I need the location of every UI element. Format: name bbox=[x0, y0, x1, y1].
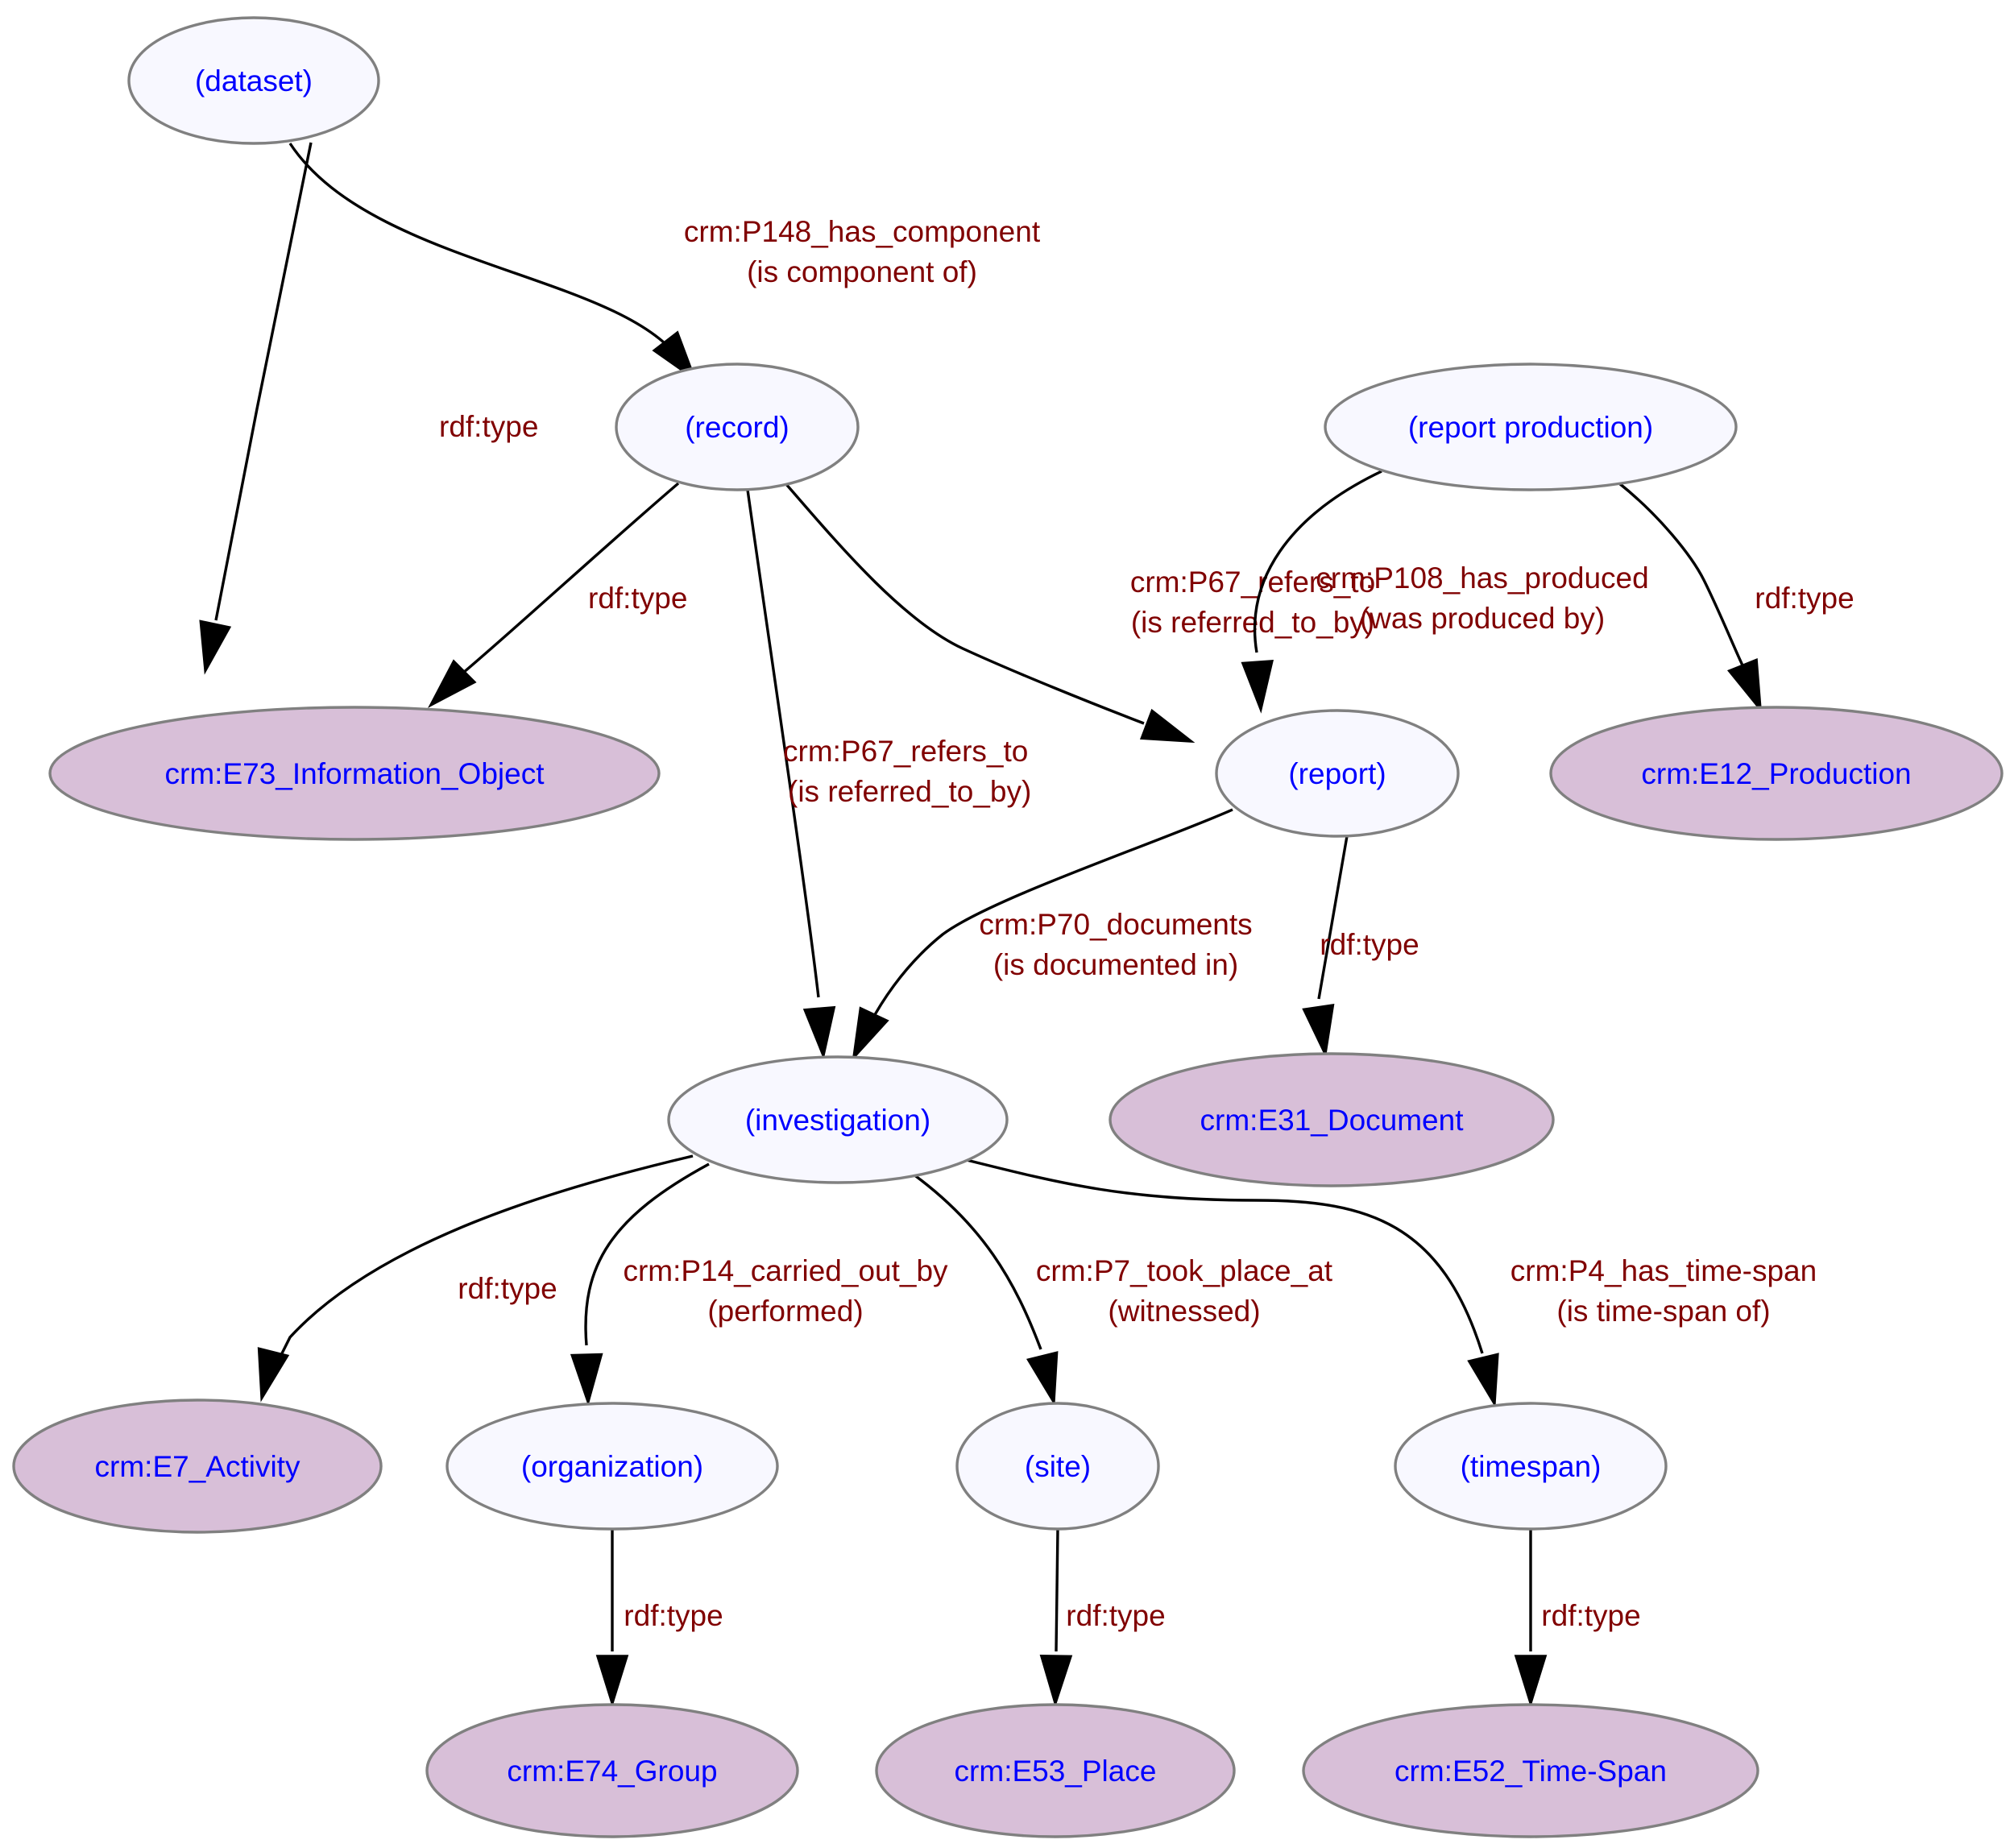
edge-label-investigation-timespan-0: crm:P4_has_time-span bbox=[1510, 1254, 1817, 1287]
edge-organization-type: rdf:type bbox=[595, 1529, 723, 1708]
edge-site-type: rdf:type bbox=[1039, 1528, 1166, 1708]
edge-label-dataset-record-edge-0: crm:P148_has_component bbox=[684, 215, 1041, 248]
edge-report-investigation: crm:P70_documents (is documented in) bbox=[852, 808, 1253, 1062]
node-label-information-object: crm:E73_Information_Object bbox=[165, 757, 545, 790]
node-record[interactable]: (record) bbox=[615, 363, 860, 491]
edge-label-investigation-organization-1: (performed) bbox=[707, 1295, 863, 1328]
edge-label-dataset-record-edge-1: (is component of) bbox=[747, 255, 977, 288]
node-production[interactable]: crm:E12_Production bbox=[1549, 706, 2004, 841]
edge-report-document: rdf:type bbox=[1302, 835, 1419, 1059]
edge-label-organization-type-0: rdf:type bbox=[624, 1599, 723, 1632]
edge-label-record-report-0: crm:P67_refers_to bbox=[1130, 566, 1375, 599]
node-label-time-span: crm:E52_Time-Span bbox=[1394, 1755, 1667, 1788]
node-label-organization: (organization) bbox=[521, 1450, 703, 1483]
node-label-record: (record) bbox=[685, 411, 789, 444]
node-label-report-production: (report production) bbox=[1408, 411, 1653, 444]
node-label-document: crm:E31_Document bbox=[1200, 1104, 1465, 1137]
node-label-dataset: (dataset) bbox=[195, 64, 313, 97]
node-timespan[interactable]: (timespan) bbox=[1394, 1402, 1668, 1531]
node-investigation[interactable]: (investigation) bbox=[667, 1055, 1009, 1184]
edge-label-dataset-type-0: rdf:type bbox=[439, 410, 538, 443]
edge-record-info: rdf:type bbox=[427, 482, 687, 709]
node-report[interactable]: (report) bbox=[1215, 709, 1460, 838]
edge-label-report-investigation-0: crm:P70_documents bbox=[979, 908, 1252, 941]
node-information-object[interactable]: crm:E73_Information_Object bbox=[48, 706, 661, 841]
node-place[interactable]: crm:E53_Place bbox=[875, 1703, 1236, 1838]
node-label-investigation: (investigation) bbox=[745, 1104, 930, 1137]
edge-timespan-type: rdf:type bbox=[1514, 1529, 1641, 1708]
edge-label-record-investigation-0: crm:P67_refers_to bbox=[783, 735, 1028, 768]
edge-label-report-document-0: rdf:type bbox=[1320, 928, 1419, 961]
edge-investigation-activity: rdf:type bbox=[257, 1154, 694, 1403]
node-label-report: (report) bbox=[1288, 757, 1386, 790]
edge-label-report-investigation-1: (is documented in) bbox=[993, 948, 1238, 981]
edge-label-record-report-1: (is referred_to_by) bbox=[1131, 606, 1374, 639]
edge-label-investigation-site-0: crm:P7_took_place_at bbox=[1036, 1254, 1333, 1287]
node-label-production: crm:E12_Production bbox=[1641, 757, 1911, 790]
node-label-site: (site) bbox=[1025, 1450, 1091, 1483]
edge-label-record-info-0: rdf:type bbox=[588, 582, 687, 615]
edge-record-investigation: crm:P67_refers_to (is referred_to_by) bbox=[746, 489, 1031, 1060]
edge-label-investigation-activity-0: rdf:type bbox=[458, 1272, 557, 1305]
edge-label-production-report-0: crm:P108_has_produced bbox=[1316, 561, 1648, 595]
node-label-group: crm:E74_Group bbox=[507, 1755, 717, 1788]
edge-label-production-type-0: rdf:type bbox=[1755, 582, 1854, 615]
edge-investigation-site: crm:P7_took_place_at (witnessed) bbox=[910, 1171, 1333, 1407]
node-report-production[interactable]: (report production) bbox=[1324, 363, 1738, 491]
edge-production-report: crm:P108_has_produced (was produced by) bbox=[1241, 470, 1649, 714]
edge-label-investigation-organization-0: crm:P14_carried_out_by bbox=[623, 1254, 948, 1287]
edge-label-production-report-1: (was produced by) bbox=[1360, 602, 1605, 635]
edge-production-type: rdf:type bbox=[1618, 482, 1854, 714]
node-document[interactable]: crm:E31_Document bbox=[1109, 1052, 1555, 1187]
edge-label-investigation-timespan-1: (is time-span of) bbox=[1556, 1295, 1770, 1328]
edge-investigation-timespan: crm:P4_has_time-span (is time-span of) bbox=[966, 1158, 1817, 1408]
edge-label-record-investigation-1: (is referred_to_by) bbox=[788, 775, 1031, 808]
node-site[interactable]: (site) bbox=[955, 1402, 1160, 1531]
node-label-place: crm:E53_Place bbox=[955, 1755, 1157, 1788]
node-dataset[interactable]: (dataset) bbox=[127, 16, 380, 145]
edge-record-report: crm:P67_refers_to (is referred_to_by) bbox=[784, 482, 1375, 744]
edge-dataset-type: rdf:type bbox=[199, 142, 538, 675]
edge-label-site-type-0: rdf:type bbox=[1066, 1599, 1165, 1632]
node-label-activity: crm:E7_Activity bbox=[95, 1450, 300, 1483]
edge-investigation-organization: crm:P14_carried_out_by (performed) bbox=[570, 1162, 948, 1407]
edge-dataset-record-edge: crm:P148_has_component (is component of) bbox=[288, 143, 1041, 383]
node-organization[interactable]: (organization) bbox=[445, 1402, 779, 1531]
node-label-timespan: (timespan) bbox=[1461, 1450, 1602, 1483]
edge-label-investigation-site-1: (witnessed) bbox=[1108, 1295, 1260, 1328]
node-group[interactable]: crm:E74_Group bbox=[425, 1703, 799, 1838]
edge-label-timespan-type-0: rdf:type bbox=[1541, 1599, 1640, 1632]
node-time-span[interactable]: crm:E52_Time-Span bbox=[1302, 1703, 1759, 1838]
node-activity[interactable]: crm:E7_Activity bbox=[12, 1398, 383, 1534]
